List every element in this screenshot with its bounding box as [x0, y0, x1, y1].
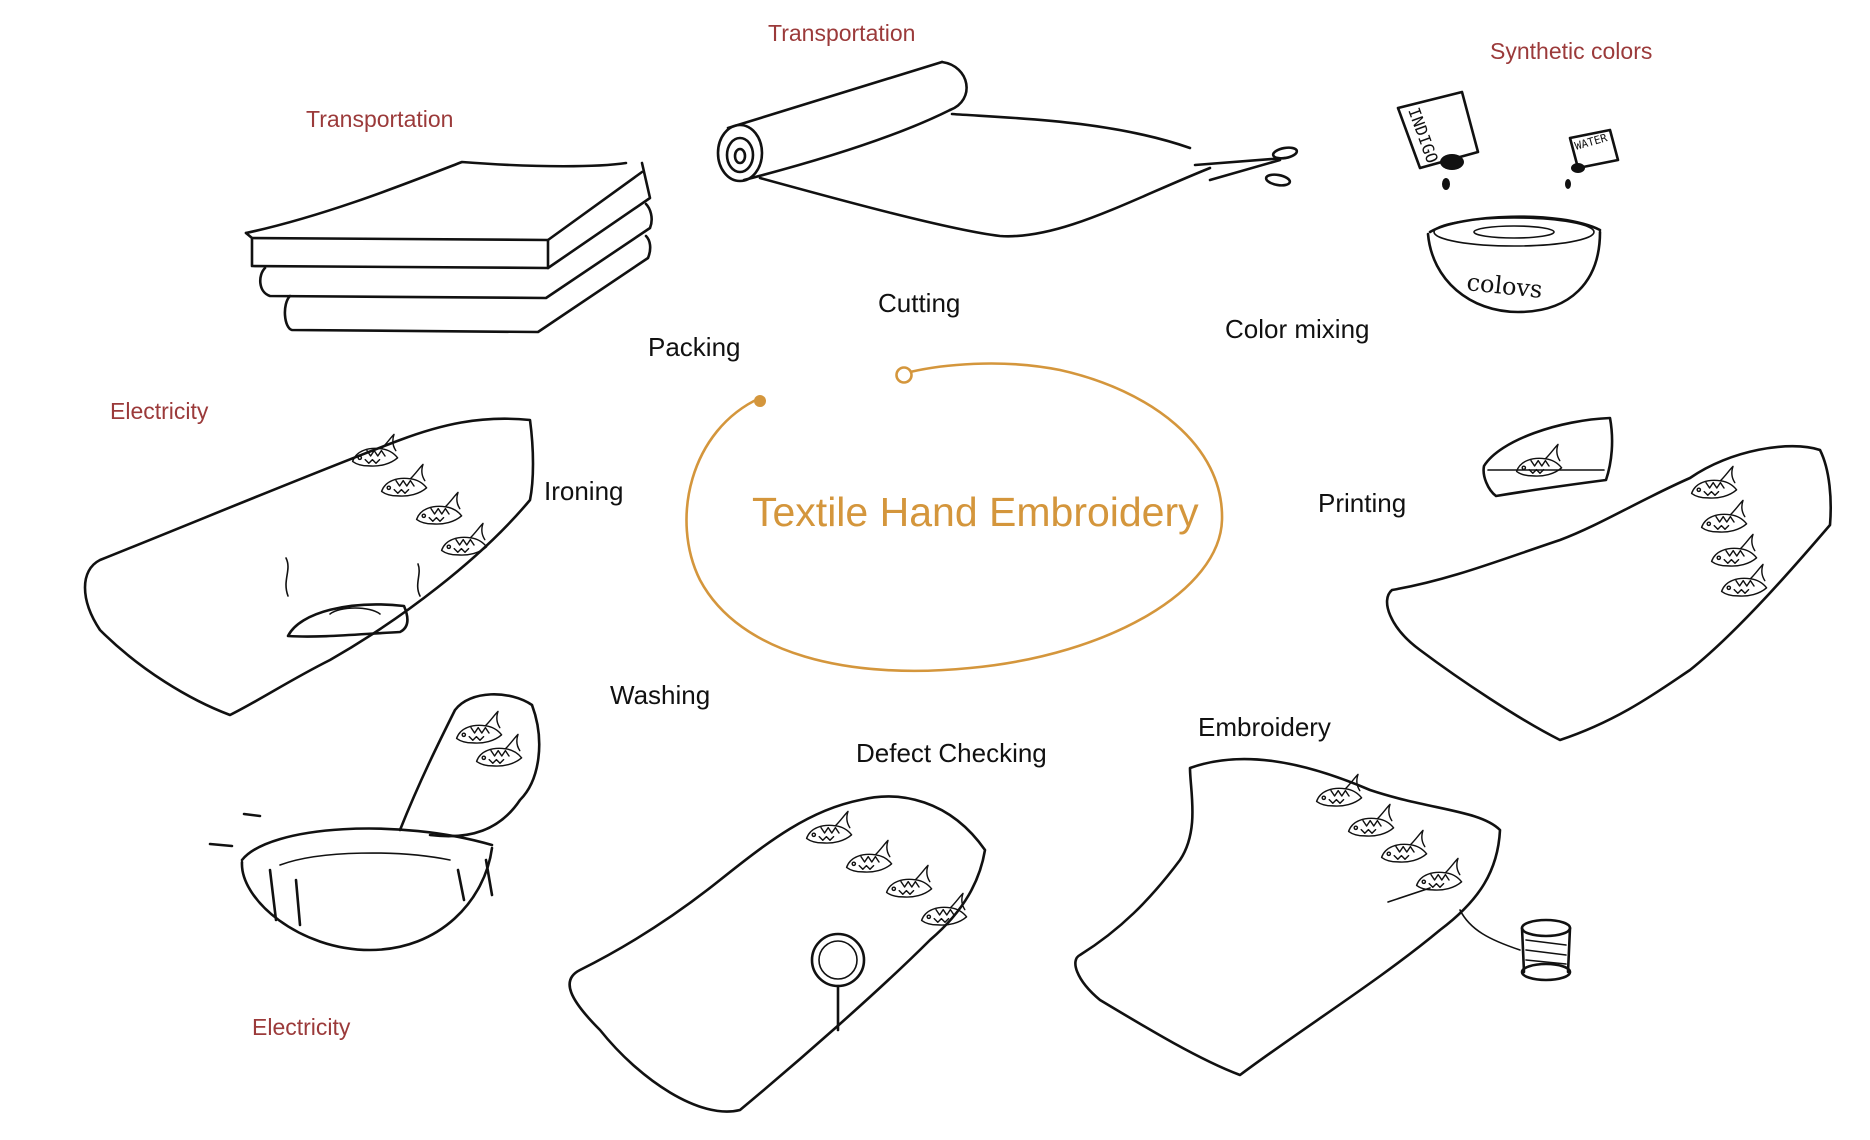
resource-synthetic-colors: Synthetic colors [1490, 38, 1653, 64]
defect-checking-sketch [568, 795, 987, 1113]
bowl-label: colovs [1465, 268, 1543, 304]
step-washing: Washing [610, 680, 711, 710]
step-embroidery: Embroidery [1198, 712, 1331, 742]
color-mixing-sketch: INDIGO WATER colovs [1396, 90, 1620, 314]
resource-electricity-ironing: Electricity [110, 398, 209, 424]
resource-transportation-cutting: Transportation [768, 20, 916, 46]
step-packing: Packing [648, 332, 741, 362]
step-color-mixing: Color mixing [1225, 314, 1370, 344]
loop-start-dot [754, 395, 766, 407]
center-loop [685, 362, 1224, 673]
washing-sketch [208, 693, 541, 952]
cutting-sketch [716, 60, 1299, 238]
diagram-title: Textile Hand Embroidery [752, 489, 1199, 535]
embroidery-sketch [1074, 757, 1572, 1077]
ironing-sketch [83, 417, 535, 717]
bottle-water-label: WATER [1573, 131, 1609, 153]
packing-sketch [244, 160, 653, 334]
step-defect-checking: Defect Checking [856, 738, 1047, 768]
step-cutting: Cutting [878, 288, 961, 318]
printing-sketch [1385, 416, 1832, 742]
step-printing: Printing [1318, 488, 1407, 518]
bottle-indigo-label: INDIGO [1404, 105, 1442, 166]
loop-end-ring [895, 366, 913, 384]
step-ironing: Ironing [544, 476, 624, 506]
resource-transportation-packing: Transportation [306, 106, 454, 132]
indigo-drop [1440, 154, 1464, 170]
resource-electricity-washing: Electricity [252, 1014, 351, 1040]
